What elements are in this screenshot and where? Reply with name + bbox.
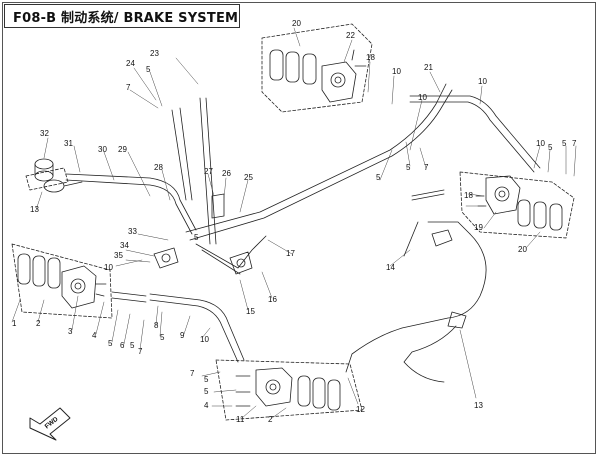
- callout-16: 16: [268, 295, 277, 304]
- master-cylinder-reservoir: [25, 158, 83, 193]
- handbrake-lever: [403, 189, 471, 257]
- callout-6: 6: [120, 341, 125, 350]
- callout-5: 5: [562, 139, 567, 148]
- callout-2: 2: [268, 415, 273, 424]
- callout-10: 10: [392, 67, 401, 76]
- callout-1: 1: [12, 319, 17, 328]
- callout-5: 5: [376, 173, 381, 182]
- callout-5: 5: [130, 341, 135, 350]
- callout-3: 3: [68, 327, 73, 336]
- callout-30: 30: [98, 145, 107, 154]
- callout-2: 2: [36, 319, 41, 328]
- callout-10: 10: [536, 139, 545, 148]
- callout-10: 10: [104, 263, 113, 272]
- rear-right-brake-assembly: [261, 23, 373, 113]
- callout-31: 31: [64, 139, 73, 148]
- callout-8: 8: [154, 321, 159, 330]
- callout-4: 4: [204, 401, 209, 410]
- callout-5: 5: [194, 233, 199, 242]
- callout-29: 29: [118, 145, 127, 154]
- callout-17: 17: [286, 249, 295, 258]
- callout-18: 18: [464, 191, 473, 200]
- callout-5: 5: [146, 65, 151, 74]
- callout-24: 24: [126, 59, 135, 68]
- front-right-brake-assembly: [215, 359, 363, 421]
- callout-35: 35: [114, 251, 123, 260]
- callout-7: 7: [138, 347, 143, 356]
- callout-23: 23: [150, 49, 159, 58]
- callout-33: 33: [128, 227, 137, 236]
- callout-10: 10: [418, 93, 427, 102]
- callout-19: 19: [474, 223, 483, 232]
- callout-9: 9: [180, 331, 185, 340]
- callout-11: 11: [236, 415, 245, 424]
- callout-13: 13: [474, 401, 483, 410]
- callout-34: 34: [120, 241, 129, 250]
- callout-25: 25: [244, 173, 253, 182]
- diagram-frame: [2, 2, 596, 454]
- callout-18: 18: [366, 53, 375, 62]
- handbrake-cable: [345, 233, 487, 383]
- forward-arrow-icon: [29, 407, 71, 441]
- callout-7: 7: [190, 369, 195, 378]
- callout-26: 26: [222, 169, 231, 178]
- callout-5: 5: [108, 339, 113, 348]
- callout-7: 7: [126, 83, 131, 92]
- front-left-brake-assembly: [11, 243, 113, 319]
- callout-7: 7: [572, 139, 577, 148]
- title-box: F08-B 制动系统/ BRAKE SYSTEM: [4, 4, 240, 28]
- callout-10: 10: [200, 335, 209, 344]
- callout-20: 20: [518, 245, 527, 254]
- leader-lines: [11, 27, 577, 419]
- callout-5: 5: [160, 333, 165, 342]
- callout-27: 27: [204, 167, 213, 176]
- brake-lines: [65, 83, 541, 363]
- callout-5: 5: [204, 375, 209, 384]
- callout-12: 12: [356, 405, 365, 414]
- callout-13: 13: [30, 205, 39, 214]
- callout-21: 21: [424, 63, 433, 72]
- callout-5: 5: [204, 387, 209, 396]
- callout-5: 5: [548, 143, 553, 152]
- callout-10: 10: [478, 77, 487, 86]
- callout-20: 20: [292, 19, 301, 28]
- callout-7: 7: [424, 163, 429, 172]
- callout-28: 28: [154, 163, 163, 172]
- rear-left-brake-assembly: [459, 171, 575, 239]
- callout-15: 15: [246, 307, 255, 316]
- page-title: F08-B 制动系统/ BRAKE SYSTEM: [13, 10, 239, 26]
- callout-4: 4: [92, 331, 97, 340]
- callout-22: 22: [346, 31, 355, 40]
- callout-32: 32: [40, 129, 49, 138]
- callout-14: 14: [386, 263, 395, 272]
- callout-5: 5: [406, 163, 411, 172]
- junction-valve: [153, 193, 253, 275]
